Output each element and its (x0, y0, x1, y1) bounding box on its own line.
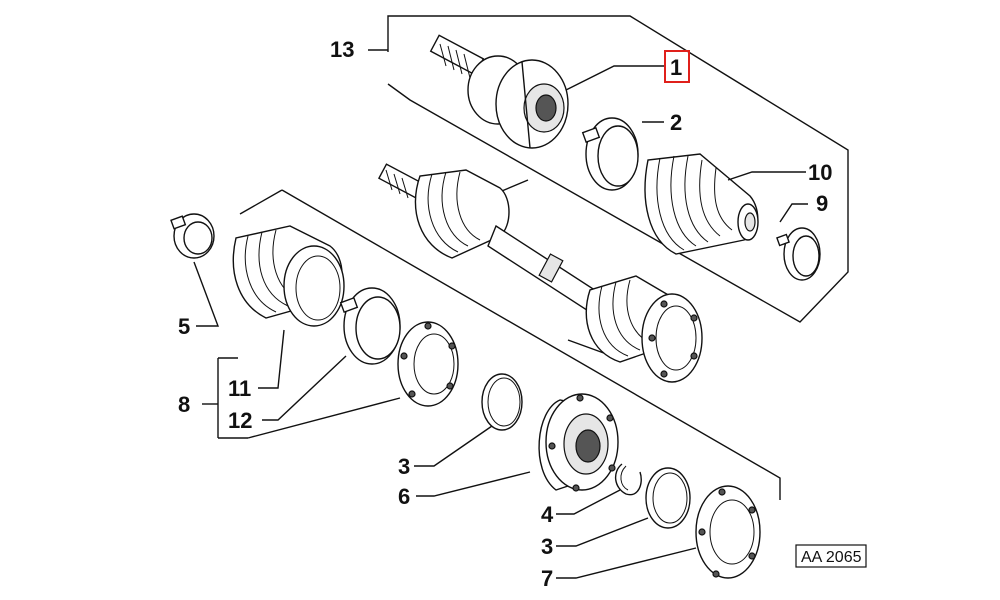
callout-9: 9 (816, 191, 828, 216)
callout-5: 5 (178, 314, 190, 339)
outer-cv-joint-part-1 (429, 34, 569, 149)
callout-2: 2 (670, 110, 682, 135)
circlip-part-4 (615, 463, 642, 496)
callout-highlight-box (664, 50, 690, 83)
o-ring-part-3-upper (481, 373, 523, 431)
clamp-ring-part-12 (339, 287, 401, 365)
boot-part-10 (644, 153, 759, 255)
clamp-ring-part-2 (581, 117, 639, 191)
callout-11: 11 (228, 376, 251, 401)
drive-shaft-assembly (377, 163, 703, 383)
callout-4: 4 (541, 502, 554, 527)
reference-code-box: AA 2065 (795, 544, 867, 568)
callout-7: 7 (541, 566, 553, 591)
callouts: 1 13 2 10 9 5 8 11 12 3 6 4 3 7 (178, 37, 832, 591)
leader-lines (193, 49, 808, 579)
callout-10: 10 (808, 160, 832, 185)
callout-8: 8 (178, 392, 190, 417)
small-clamp-part-9 (776, 227, 821, 281)
callout-13: 13 (330, 37, 354, 62)
boot-part-11 (232, 225, 345, 327)
callout-3-lower: 3 (541, 534, 553, 559)
reference-code: AA 2065 (801, 549, 862, 566)
cover-plate-part-7 (695, 485, 761, 579)
callout-6: 6 (398, 484, 410, 509)
o-ring-part-3-lower (645, 467, 691, 529)
flange-cover (397, 321, 459, 407)
inner-cv-joint-part-6 (538, 393, 619, 492)
callout-12: 12 (228, 408, 252, 433)
group-frame-13 (387, 15, 849, 323)
small-clamp-part-5 (170, 213, 215, 259)
callout-1: 1 (670, 55, 682, 80)
callout-3-upper: 3 (398, 454, 410, 479)
